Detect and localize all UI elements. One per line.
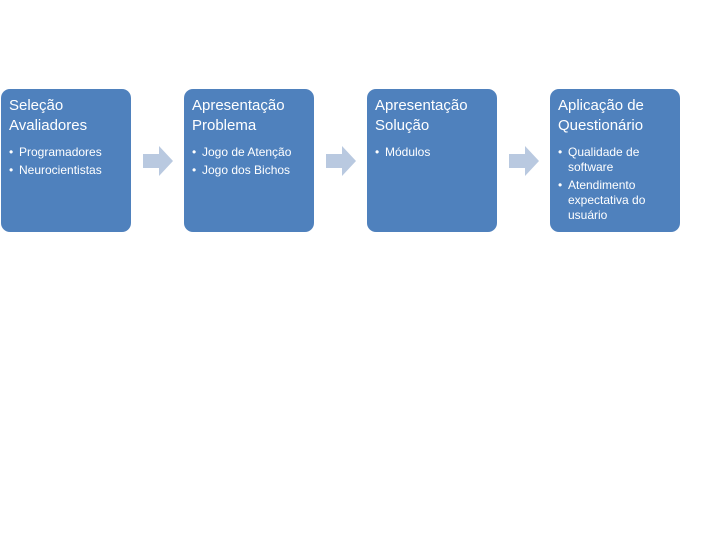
bullet-text: Programadores — [19, 145, 102, 159]
bullet-item: • Jogo de Atenção — [192, 145, 306, 160]
bullet-item: • Módulos — [375, 145, 489, 160]
bullet-item: • Neurocientistas — [9, 163, 123, 178]
bullet-icon: • — [192, 163, 197, 177]
step-bullet-list: • Qualidade de software • Atendimento expe… — [558, 145, 672, 223]
bullet-item: • Jogo dos Bichos — [192, 163, 306, 178]
right-arrow-icon — [509, 146, 539, 176]
bullet-text: Neurocientistas — [19, 163, 102, 177]
bullet-icon: • — [9, 163, 14, 177]
step-bullet-list: • Módulos — [375, 145, 489, 160]
bullet-item: • Atendimento expectativa do usuário — [558, 178, 672, 223]
step-box-aplicacao-questionario: Aplicação de Questionário • Qualidade de … — [550, 89, 680, 232]
bullet-item: • Qualidade de software — [558, 145, 672, 175]
bullet-text: Módulos — [385, 145, 431, 159]
step-box-apresentacao-solucao: Apresentação Solução • Módulos — [367, 89, 497, 232]
bullet-text: Qualidade de software — [568, 145, 640, 174]
bullet-text: Jogo dos Bichos — [202, 163, 291, 177]
step-title: Seleção Avaliadores — [9, 97, 88, 134]
right-arrow-icon — [143, 146, 173, 176]
step-bullet-list: • Jogo de Atenção • Jogo dos Bichos — [192, 145, 306, 178]
step-title: Aplicação de Questionário — [558, 97, 644, 134]
step-title: Apresentação Solução — [375, 97, 468, 134]
bullet-icon: • — [192, 145, 197, 159]
step-box-apresentacao-problema: Apresentação Problema • Jogo de Atenção •… — [184, 89, 314, 232]
bullet-icon: • — [375, 145, 380, 159]
bullet-icon: • — [558, 145, 563, 159]
bullet-icon: • — [558, 178, 563, 192]
bullet-item: • Programadores — [9, 145, 123, 160]
step-title: Apresentação Problema — [192, 97, 285, 134]
right-arrow-icon — [326, 146, 356, 176]
step-bullet-list: • Programadores • Neurocientistas — [9, 145, 123, 178]
step-box-selecao-avaliadores: Seleção Avaliadores • Programadores • Neur… — [1, 89, 131, 232]
bullet-text: Atendimento expectativa do usuário — [568, 178, 646, 222]
bullet-text: Jogo de Atenção — [202, 145, 292, 159]
bullet-icon: • — [9, 145, 14, 159]
